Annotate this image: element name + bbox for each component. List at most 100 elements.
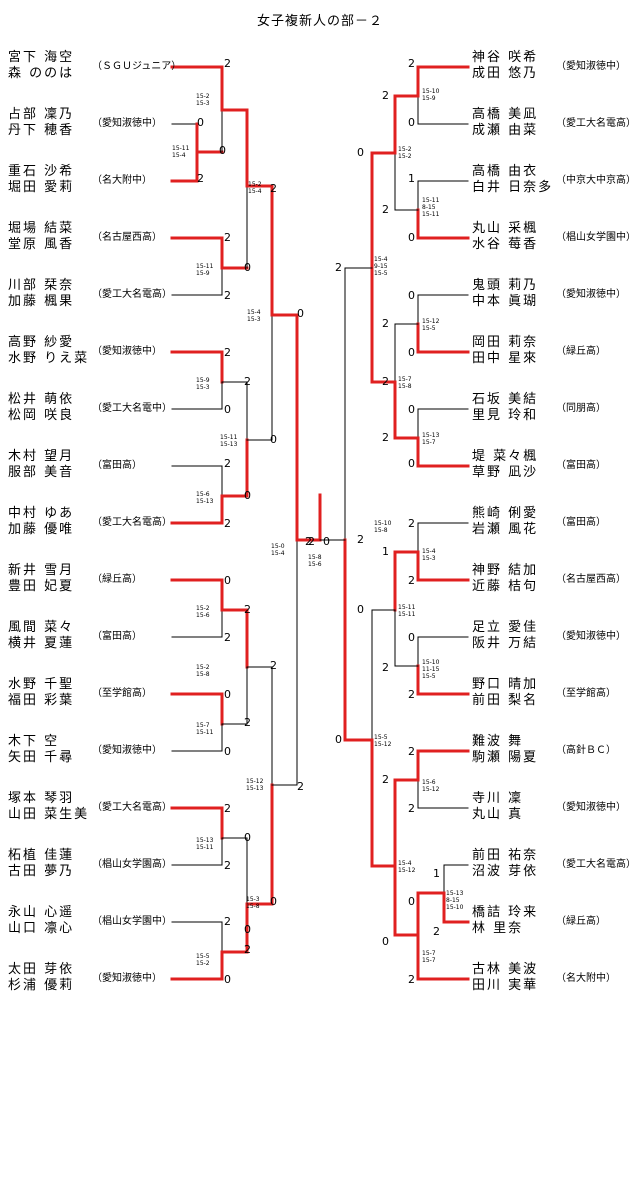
pair-player-1: 堀場 結菜 bbox=[8, 221, 75, 236]
school-label: （中京大中京高） bbox=[556, 175, 636, 186]
pair-player-1: 鬼頭 莉乃 bbox=[472, 278, 539, 293]
pair-player-2: 水野 りえ菜 bbox=[8, 351, 90, 366]
round-score: 2 bbox=[335, 261, 342, 274]
page-title: 女子複新人の部－２ bbox=[256, 14, 383, 29]
pair-player-1: 新井 雪月 bbox=[8, 563, 75, 578]
pair-player-2: 豊田 妃夏 bbox=[8, 579, 75, 594]
pair-player-2: 田中 星來 bbox=[472, 351, 539, 366]
final-score-right: 0 bbox=[323, 535, 330, 548]
round-score: 0 bbox=[197, 116, 204, 129]
school-label: （名大附中） bbox=[92, 175, 152, 186]
pair-player-2: 丸山 真 bbox=[472, 807, 524, 822]
school-label: （緑丘高） bbox=[556, 346, 606, 357]
round-score: 0 bbox=[382, 935, 389, 948]
pair-player-1: 岡田 莉奈 bbox=[472, 335, 539, 350]
pair-player-1: 高橋 美凪 bbox=[472, 107, 539, 122]
pair-player-2: 杉浦 優莉 bbox=[8, 978, 75, 993]
pair-player-1: 足立 愛佳 bbox=[472, 620, 539, 635]
school-label: （名古屋西高） bbox=[556, 574, 626, 585]
round-score: 0 bbox=[224, 973, 231, 986]
school-label: （愛工大名電高） bbox=[92, 802, 172, 813]
round-score: 2 bbox=[244, 603, 251, 616]
pair-player-2: 前田 梨名 bbox=[472, 693, 539, 708]
pair-player-2: 林 里奈 bbox=[472, 921, 524, 936]
round-score: 2 bbox=[382, 317, 389, 330]
round-score: 0 bbox=[224, 688, 231, 701]
round-score: 0 bbox=[224, 745, 231, 758]
round-score: 2 bbox=[305, 535, 312, 548]
pair-player-1: 石坂 美結 bbox=[472, 392, 539, 407]
school-label: （愛工大名電高） bbox=[556, 859, 636, 870]
pair-player-1: 重石 沙希 bbox=[8, 164, 75, 179]
pair-player-2: 福田 彩葉 bbox=[8, 693, 75, 708]
round-score: 2 bbox=[382, 773, 389, 786]
school-label: （椙山女学園中） bbox=[92, 916, 172, 927]
pair-player-2: 山口 凛心 bbox=[8, 921, 75, 936]
round-score: 2 bbox=[408, 802, 415, 815]
school-label: （名大附中） bbox=[556, 973, 616, 984]
school-label: （愛知淑徳中） bbox=[92, 118, 162, 129]
school-label: （愛工大名電高） bbox=[92, 289, 172, 300]
school-label: （高針ＢＣ） bbox=[556, 745, 616, 756]
school-label: （愛工大名電高） bbox=[92, 517, 172, 528]
pair-player-2: 岩瀬 風花 bbox=[472, 522, 539, 537]
school-label: （愛知淑徳中） bbox=[92, 973, 162, 984]
pair-player-2: 田川 実華 bbox=[472, 978, 539, 993]
round-score: 2 bbox=[244, 716, 251, 729]
round-score: 0 bbox=[270, 895, 277, 908]
pair-player-2: 森 ののは bbox=[8, 66, 75, 81]
pair-player-1: 中村 ゆあ bbox=[8, 506, 75, 521]
round-score: 0 bbox=[224, 403, 231, 416]
school-label: （富田高） bbox=[556, 517, 606, 528]
pair-player-2: 服部 美音 bbox=[8, 465, 75, 480]
round-score: 1 bbox=[382, 545, 389, 558]
round-score: 2 bbox=[270, 182, 277, 195]
school-label: （愛知淑徳中） bbox=[92, 346, 162, 357]
round-score: 2 bbox=[408, 973, 415, 986]
round-score: 2 bbox=[224, 802, 231, 815]
round-score: 2 bbox=[357, 533, 364, 546]
round-score: 0 bbox=[270, 433, 277, 446]
round-score: 0 bbox=[357, 146, 364, 159]
round-score: 0 bbox=[408, 631, 415, 644]
pair-player-1: 高野 紗愛 bbox=[8, 335, 75, 350]
school-label: （愛知淑徳中） bbox=[556, 802, 626, 813]
pair-player-2: 水谷 莓香 bbox=[472, 237, 539, 252]
pair-player-1: 堤 菜々楓 bbox=[472, 449, 539, 464]
pair-player-2: 横井 夏蓮 bbox=[8, 636, 75, 651]
round-score: 2 bbox=[224, 231, 231, 244]
pair-player-2: 里見 玲和 bbox=[472, 408, 539, 423]
round-score: 2 bbox=[382, 89, 389, 102]
round-score: 0 bbox=[244, 923, 251, 936]
round-score: 2 bbox=[270, 659, 277, 672]
pair-player-1: 神谷 咲希 bbox=[472, 50, 539, 65]
round-score: 0 bbox=[408, 289, 415, 302]
pair-player-2: 阪井 万結 bbox=[472, 636, 539, 651]
round-score: 0 bbox=[408, 116, 415, 129]
pair-player-1: 松井 萌依 bbox=[8, 392, 75, 407]
school-label: （緑丘高） bbox=[556, 916, 606, 927]
pair-player-2: 加藤 楓果 bbox=[8, 294, 75, 309]
round-score: 0 bbox=[408, 895, 415, 908]
pair-player-1: 神野 結加 bbox=[472, 563, 539, 578]
round-score: 2 bbox=[224, 915, 231, 928]
